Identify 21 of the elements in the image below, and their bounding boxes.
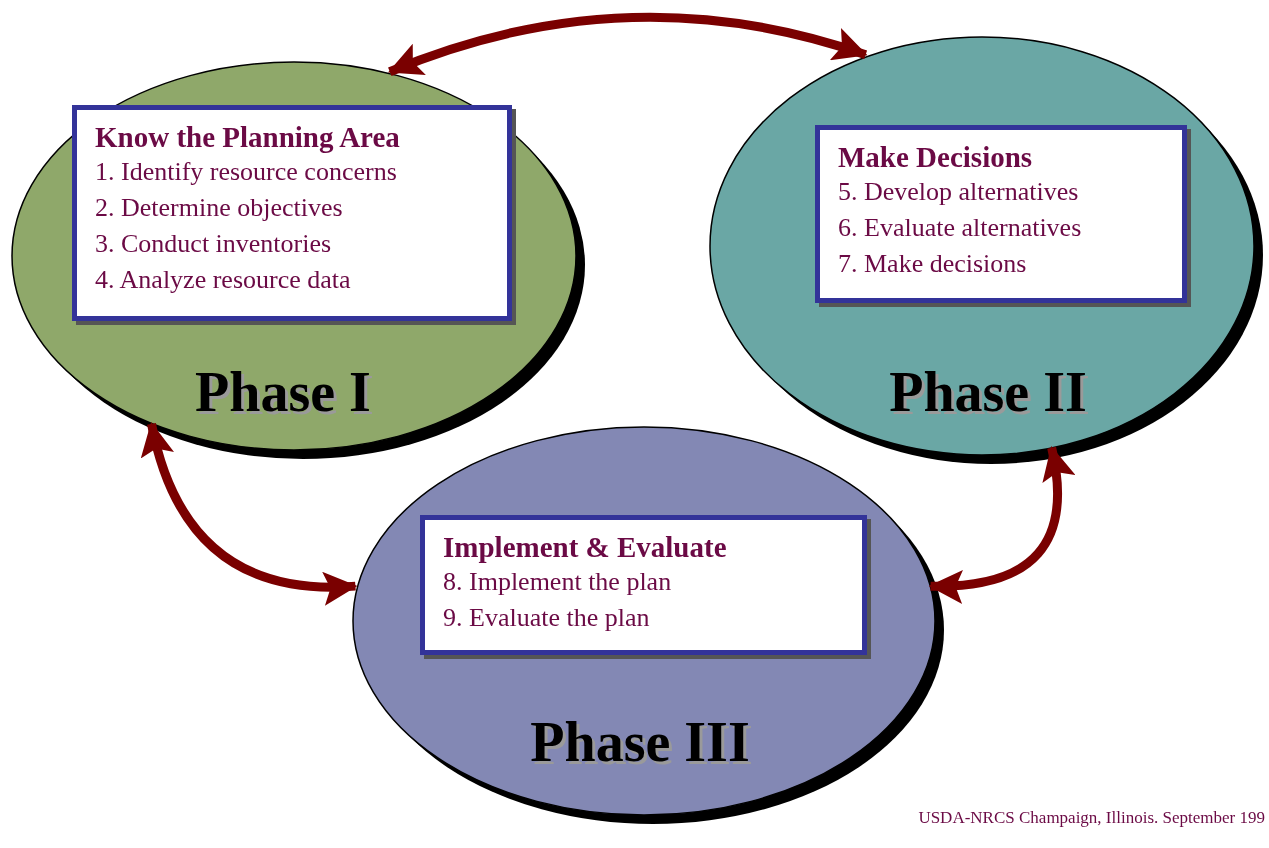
- double-arrow: [387, 12, 868, 77]
- step-item: 5. Develop alternatives: [838, 176, 1080, 208]
- step-item: 4. Analyze resource data: [95, 264, 352, 296]
- phase-label: Phase I: [195, 360, 371, 424]
- double-arrow: [928, 445, 1075, 603]
- phase-ellipse: [708, 35, 1264, 465]
- phase-label: Phase III: [530, 710, 750, 774]
- step-item: 3. Conduct inventories: [95, 228, 333, 260]
- footer-note: USDA-NRCS Champaign, Illinois. September 199: [918, 808, 1265, 828]
- step-item: 1. Identify resource concerns: [95, 156, 398, 188]
- box-heading: Know the Planning Area: [95, 120, 401, 154]
- step-item: 7. Make decisions: [838, 248, 1028, 280]
- step-item: 2. Determine objectives: [95, 192, 344, 224]
- phase-ellipse: [10, 60, 586, 460]
- box-heading: Implement & Evaluate: [443, 530, 728, 564]
- step-item: 9. Evaluate the plan: [443, 602, 651, 634]
- box-heading: Make Decisions: [838, 140, 1034, 174]
- step-item: 8. Implement the plan: [443, 566, 673, 598]
- double-arrow: [142, 421, 358, 605]
- phase-label: Phase II: [889, 360, 1087, 424]
- step-item: 6. Evaluate alternatives: [838, 212, 1083, 244]
